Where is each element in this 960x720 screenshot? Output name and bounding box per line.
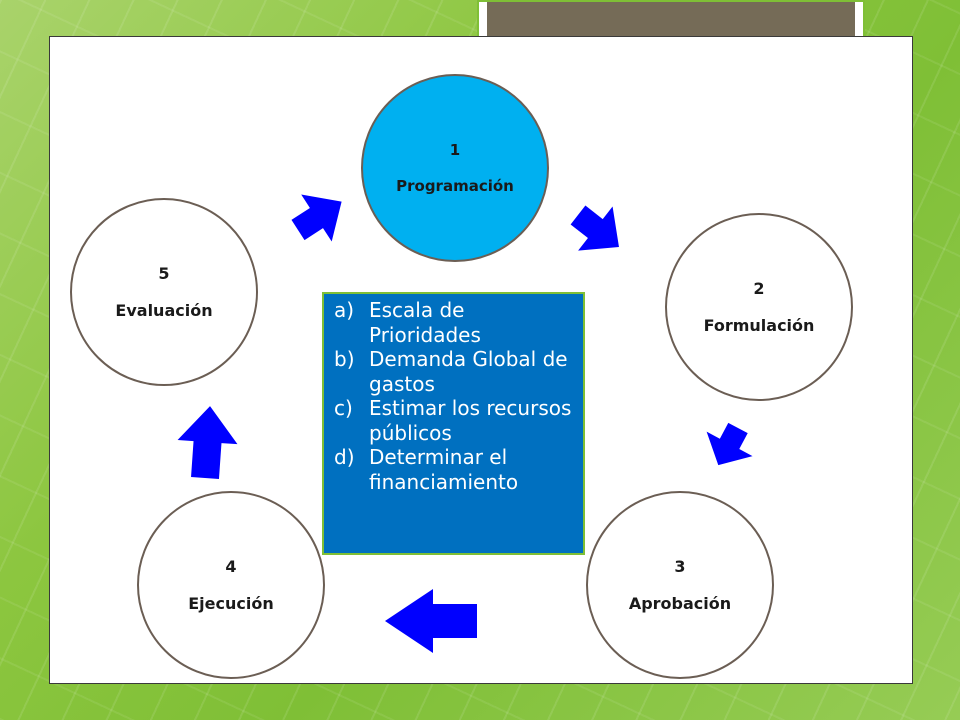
step-circle-programacion: 1 Programación [361, 74, 549, 262]
step-circle-aprobacion: 3 Aprobación [586, 491, 774, 679]
block-arrow-icon [570, 205, 619, 251]
step-label: Aprobación [628, 594, 732, 613]
list-text: Demanda Global de gastos [369, 347, 568, 396]
list-text: Escala de Prioridades [369, 298, 481, 347]
step-label: Ejecución [188, 594, 274, 613]
list-marker: a) [334, 298, 355, 322]
step-circle-ejecucion: 4 Ejecución [137, 491, 325, 679]
step-label: Evaluación [115, 301, 213, 320]
block-arrow-icon [706, 422, 753, 466]
list-item: c) Estimar los recursos públicos [334, 396, 577, 445]
block-arrow-icon [291, 194, 342, 242]
step-label: Formulación [703, 316, 815, 335]
list-marker: b) [334, 347, 355, 371]
list-text: Determinar el financiamiento [369, 445, 519, 494]
block-arrow-icon [385, 589, 477, 653]
list-item: a) Escala de Prioridades [334, 298, 577, 347]
step-number: 4 [225, 557, 237, 576]
step-label: Programación [396, 177, 514, 195]
list-text: Estimar los recursos públicos [369, 396, 572, 445]
list-marker: c) [334, 396, 353, 420]
step-number: 5 [158, 264, 170, 283]
step-number: 3 [674, 557, 686, 576]
step-circle-evaluacion: 5 Evaluación [70, 198, 258, 386]
step-number: 2 [753, 279, 765, 298]
info-list: a) Escala de Prioridades b) Demanda Glob… [334, 298, 577, 494]
step-circle-formulacion: 2 Formulación [665, 213, 853, 401]
step-number: 1 [449, 141, 461, 159]
list-marker: d) [334, 445, 355, 469]
list-item: b) Demanda Global de gastos [334, 347, 577, 396]
block-arrow-icon [177, 406, 238, 479]
list-item: d) Determinar el financiamiento [334, 445, 577, 494]
info-box: a) Escala de Prioridades b) Demanda Glob… [322, 292, 585, 555]
